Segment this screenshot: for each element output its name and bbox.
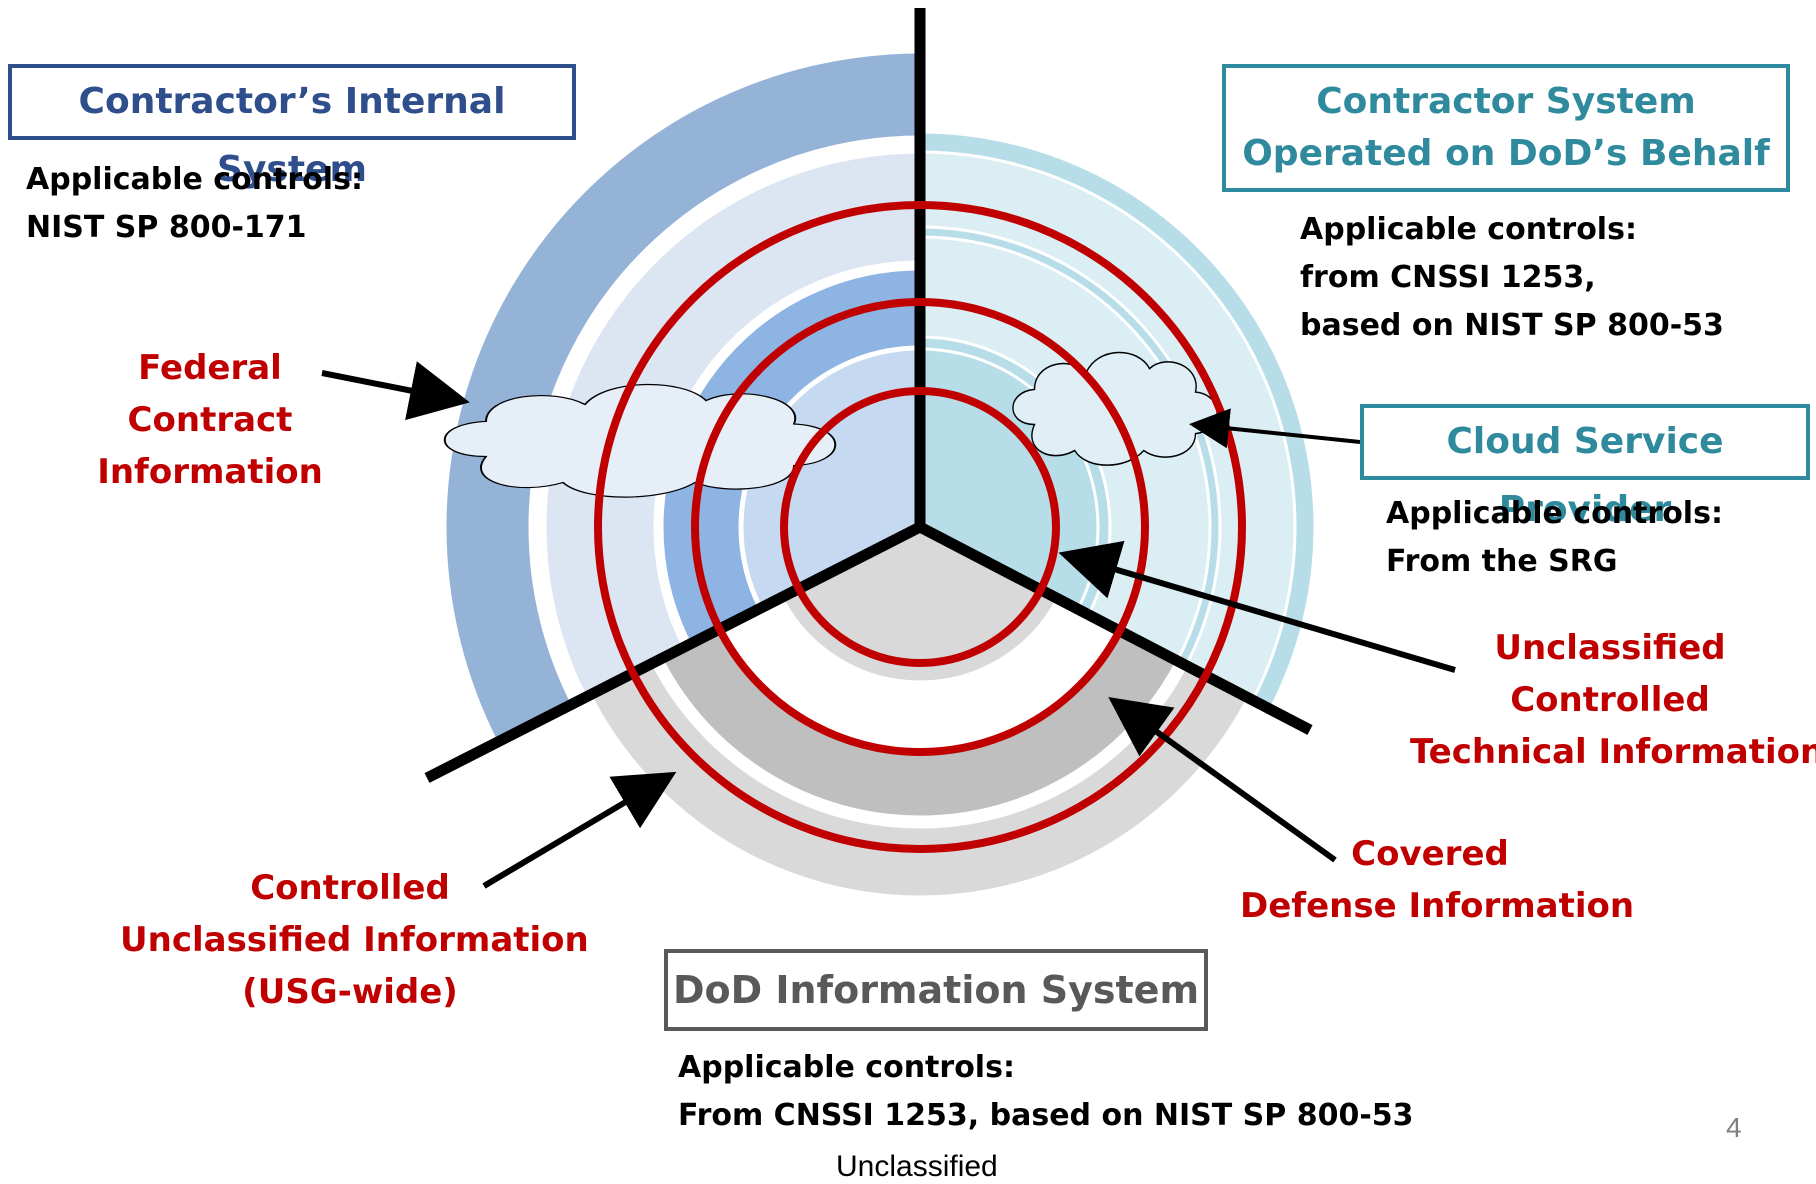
divider-right [917,522,1313,735]
divider-left [424,522,923,783]
dod-controls-line1: Applicable controls: [678,1050,1015,1085]
sector-contractor-dod-band-2 [918,150,1297,700]
dod-controls-line2: From CNSSI 1253, based on NIST SP 800-53 [678,1098,1414,1133]
dod-information-system-title: DoD Information System [672,968,1200,1012]
contractor-dod-controls-line2: from CNSSI 1253, [1300,260,1596,295]
cui-label-line3: (USG-wide) [242,972,458,1012]
fci-label-line2: Contract [127,400,293,440]
sector-internal-band-1 [443,50,922,745]
internal-controls-line1: Applicable controls: [26,162,363,197]
cloud-controls-line2: From the SRG [1386,544,1618,579]
sector-dividers [424,8,1313,783]
contractor-dod-controls-line1: Applicable controls: [1300,212,1637,247]
cloud-controls: Applicable controls: From the SRG [1386,490,1723,586]
ucti-label: Unclassified Controlled Technical Inform… [1410,622,1816,778]
arrow-fci [321,361,470,421]
contractor-system-dod-title-line2: Operated on DoD’s Behalf [1242,133,1770,174]
ucti-label-line2: Controlled [1510,680,1710,720]
page-number: 4 [1726,1112,1742,1143]
ring-cui [594,201,1246,853]
contractor-internal-system-box: Contractor’s Internal System [8,64,576,190]
ring-ucti [780,387,1060,667]
cloud-icon [443,383,837,498]
sector-contractor-dod [918,130,1317,709]
cui-label-line2: Unclassified Information [120,920,589,960]
arrows [321,361,1456,889]
arrow-cui [482,771,677,889]
cui-label-line1: Controlled [250,868,450,908]
contractor-internal-system-title: Contractor’s Internal System [78,81,506,190]
dod-controls: Applicable controls: From CNSSI 1253, ba… [678,1044,1414,1140]
sector-internal-band-2 [543,150,922,700]
ucti-label-line3: Technical Information [1410,732,1816,772]
cdi-label-line2: Defense Information [1240,886,1635,926]
cui-label: Controlled Unclassified Information (USG… [120,862,589,1018]
contractor-system-dod-box: Contractor System Operated on DoD’s Beha… [1222,64,1790,192]
information-rings [594,201,1246,853]
cloud-controls-line1: Applicable controls: [1386,496,1723,531]
arrow-ucti [1058,540,1456,673]
contractor-dod-controls: Applicable controls: from CNSSI 1253, ba… [1300,206,1724,350]
cloud-service-provider-box: Cloud Service Provider [1360,404,1810,530]
internal-controls: Applicable controls: NIST SP 800-171 [26,156,363,252]
sector-contractor-dod-band-3 [918,235,1212,661]
dod-information-system-box: DoD Information System [664,949,1208,1031]
ring-cdi [691,298,1149,756]
cloud-service-provider-title: Cloud Service Provider [1446,421,1724,530]
fci-label-line1: Federal [138,348,282,388]
fci-label: Federal Contract Information [80,342,340,498]
classification-marking: Unclassified [836,1150,998,1183]
ucti-label-line1: Unclassified [1494,628,1726,668]
cdi-label: Covered Defense Information [1240,828,1635,932]
arrow-cdi [1108,696,1337,863]
contractor-dod-controls-line3: based on NIST SP 800-53 [1300,308,1724,343]
arrow-cloud [1189,408,1361,449]
contractor-system-dod-title-line1: Contractor System [1316,81,1696,122]
internal-controls-line2: NIST SP 800-171 [26,210,307,245]
cdi-label-line1: Covered [1351,834,1509,874]
fci-label-line3: Information [97,452,323,492]
sector-internal-band-3 [660,267,922,647]
